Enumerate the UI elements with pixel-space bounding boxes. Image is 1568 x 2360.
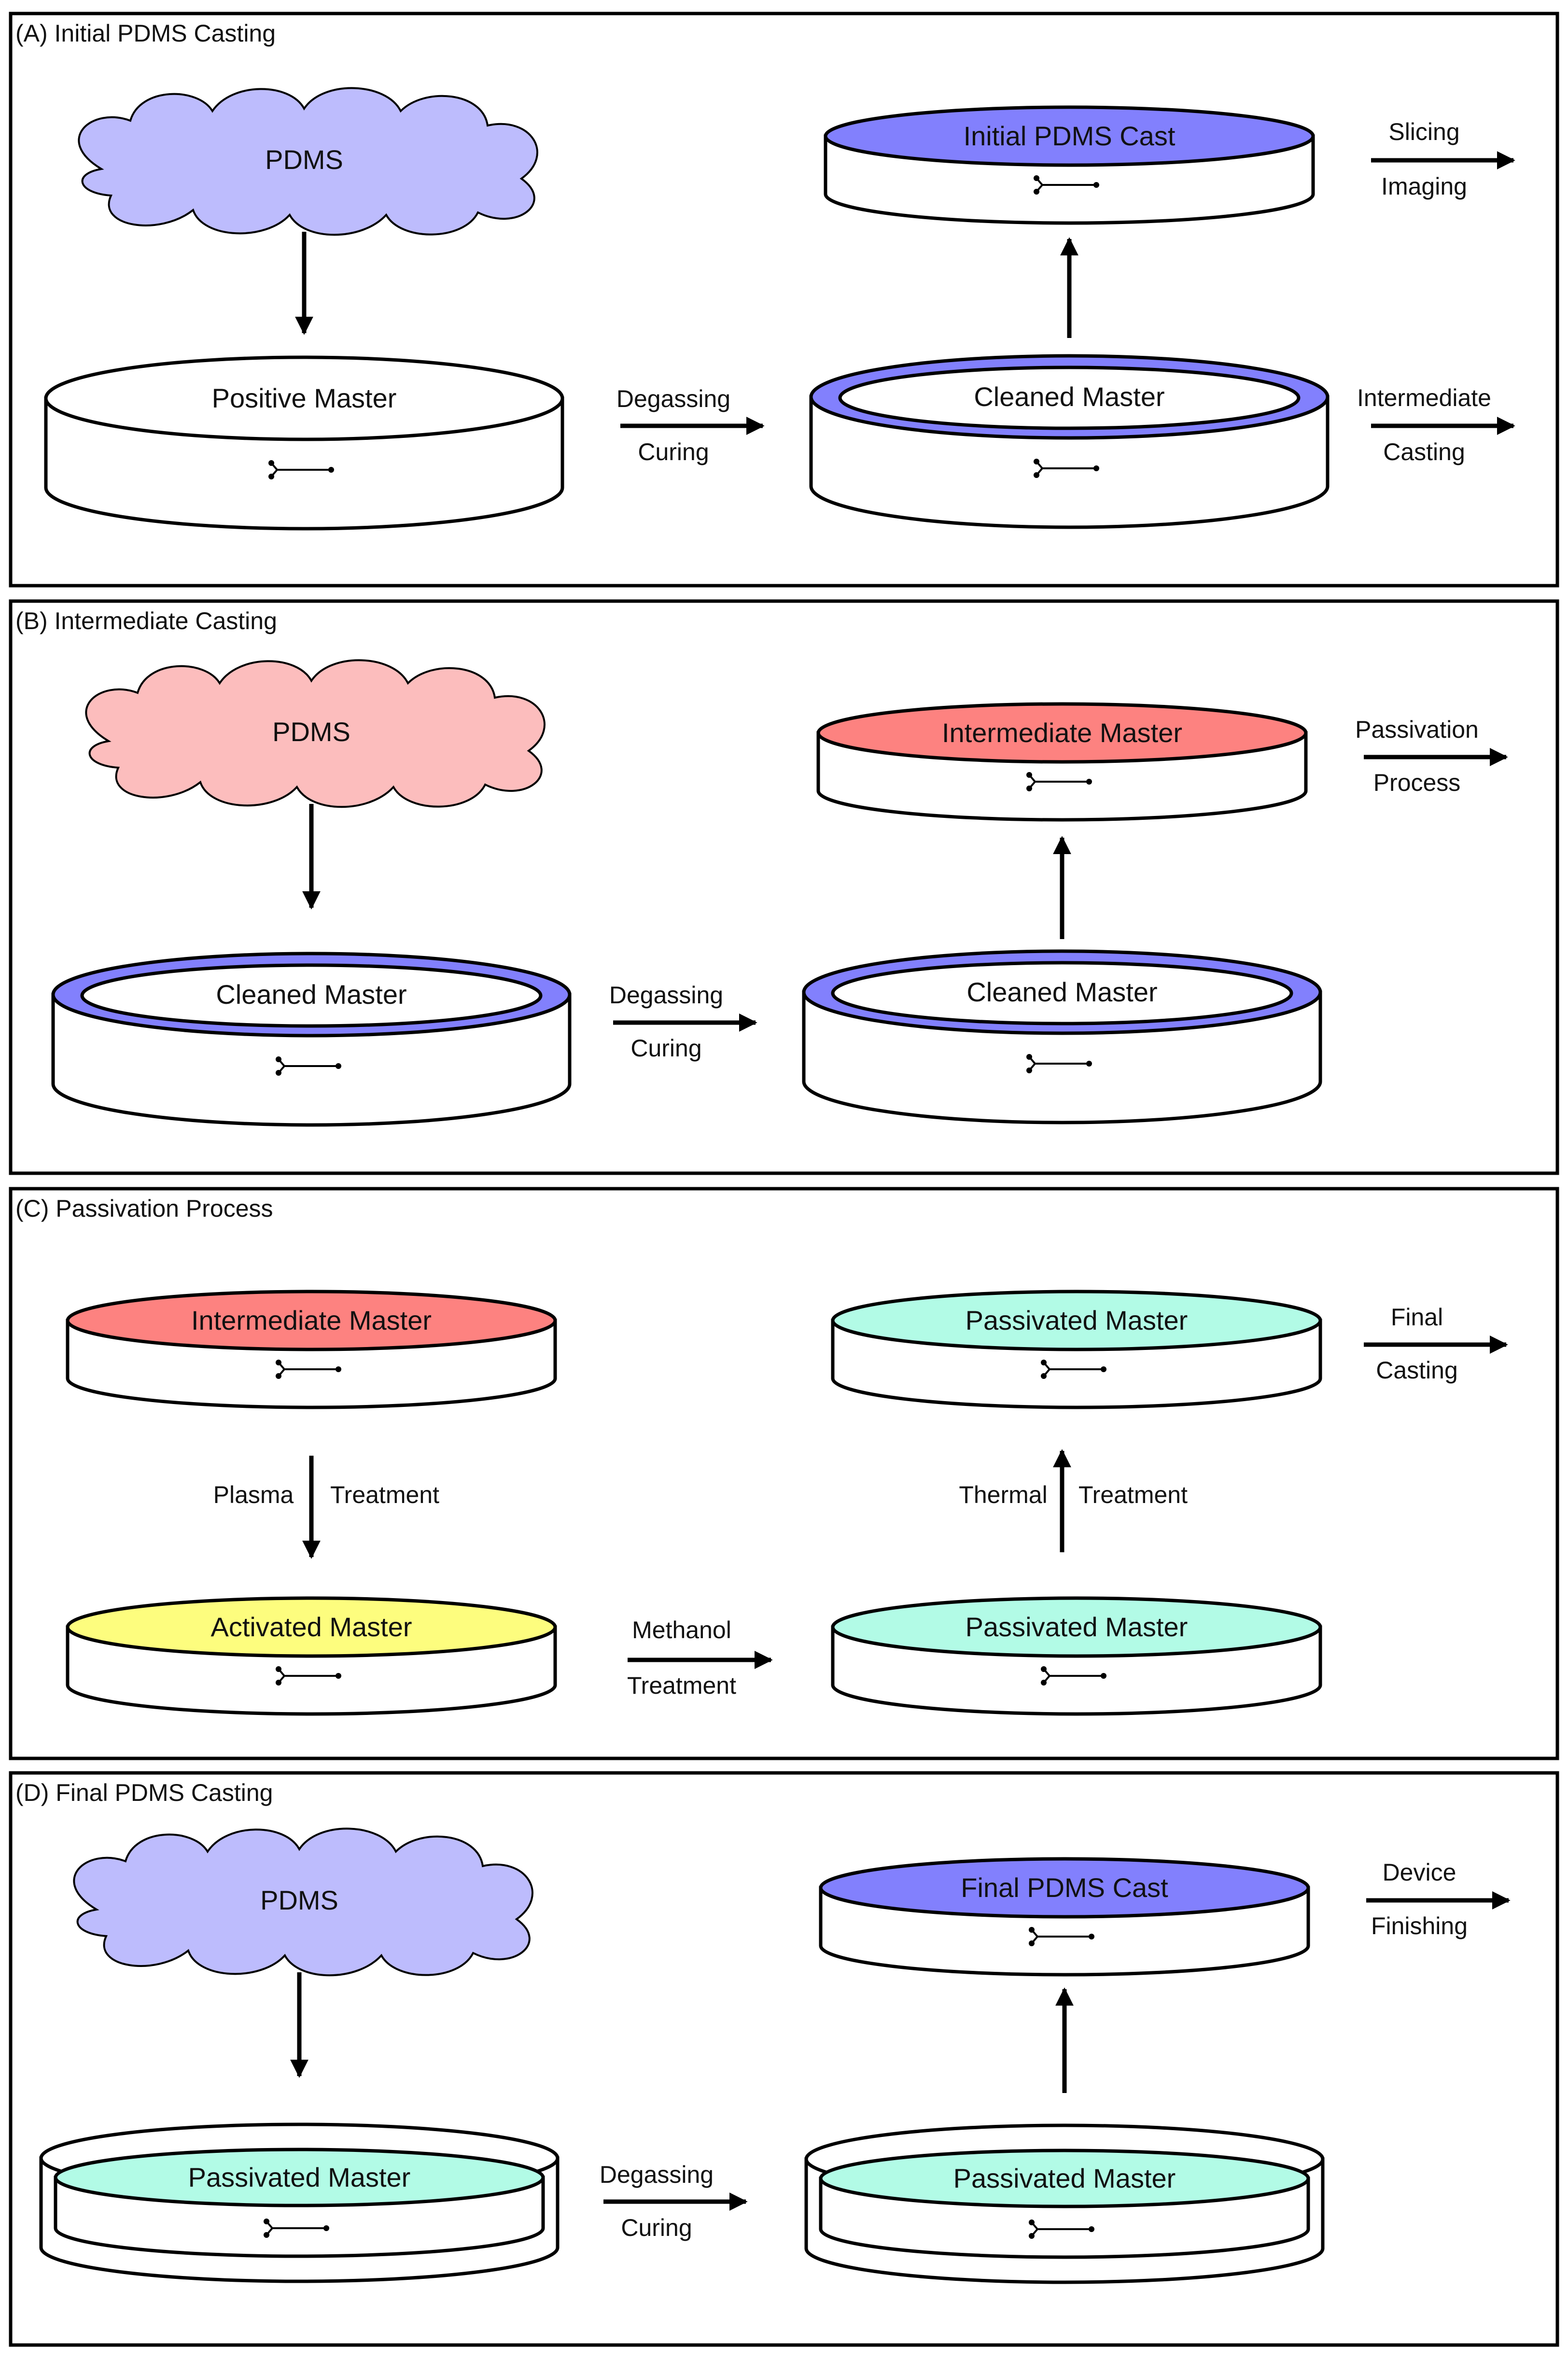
cloud-icon: PDMS (73, 1827, 533, 1977)
dish-initial-pdms-cast: Initial PDMS Cast (824, 105, 1315, 225)
panel-frame (9, 12, 1559, 588)
panel-title: (B) Intermediate Casting (15, 607, 277, 634)
step-label: Imaging (1381, 173, 1467, 200)
step-label: Treatment (627, 1672, 736, 1699)
dish-label: Intermediate Master (942, 717, 1182, 748)
panel-title: (C) Passivation Process (15, 1195, 273, 1222)
step-label: Treatment (1078, 1481, 1188, 1508)
dish-cleaned-master: Cleaned Master (809, 354, 1330, 529)
step-label: Final (1391, 1304, 1443, 1331)
step-label: Device (1383, 1859, 1456, 1886)
cloud-label: PDMS (272, 716, 350, 747)
dish-intermediate-master: Intermediate Master (66, 1290, 557, 1409)
cloud-label: PDMS (260, 1885, 338, 1915)
step-label: Degassing (609, 982, 723, 1009)
step-label: Casting (1383, 438, 1465, 465)
dish-cleaned-master: Cleaned Master (51, 952, 572, 1127)
dish-positive-master: Positive Master (44, 355, 564, 531)
step-label: Degassing (600, 2161, 714, 2188)
panel-frame (9, 1771, 1559, 2347)
dish-label: Final PDMS Cast (961, 1872, 1168, 1903)
step-label: Finishing (1371, 1912, 1468, 1939)
panel-title: (D) Final PDMS Casting (15, 1779, 273, 1806)
dish-label: Intermediate Master (191, 1305, 432, 1335)
panel-frame (9, 1187, 1559, 1760)
step-label: Passivation (1355, 716, 1479, 743)
cloud-icon: PDMS (85, 659, 546, 808)
dish-label: Cleaned Master (966, 977, 1157, 1007)
dish-passivated-master: Passivated Master (831, 1290, 1322, 1409)
dish-label: Cleaned Master (216, 979, 406, 1010)
dish-activated-master: Activated Master (66, 1596, 557, 1716)
dish-intermediate-master: Intermediate Master (816, 702, 1308, 822)
dish-final-pdms-cast: Final PDMS Cast (819, 1857, 1310, 1977)
step-label: Plasma (213, 1481, 294, 1508)
step-label: Thermal (959, 1481, 1047, 1508)
dish-label: Passivated Master (966, 1305, 1188, 1335)
dish-label: Passivated Master (953, 2163, 1176, 2193)
dish-label: Positive Master (212, 383, 397, 413)
dish-label: Passivated Master (188, 2162, 411, 2192)
step-label: Curing (621, 2214, 692, 2241)
dish-passivated-master: Passivated Master (804, 2123, 1325, 2284)
step-label: Methanol (632, 1616, 731, 1644)
cloud-label: PDMS (265, 144, 343, 175)
step-label: Process (1373, 769, 1461, 796)
step-label: Intermediate (1357, 384, 1491, 411)
step-label: Degassing (616, 385, 730, 412)
dish-passivated-master: Passivated Master (39, 2122, 560, 2283)
step-label: Curing (638, 438, 709, 465)
step-label: Casting (1376, 1357, 1458, 1384)
step-label: Curing (630, 1035, 701, 1062)
step-label: Treatment (330, 1481, 439, 1508)
panel-title: (A) Initial PDMS Casting (15, 20, 276, 47)
step-label: Slicing (1388, 118, 1459, 145)
cloud-icon: PDMS (78, 87, 538, 236)
dish-passivated-master: Passivated Master (831, 1596, 1322, 1716)
dish-label: Passivated Master (966, 1612, 1188, 1642)
dish-label: Cleaned Master (974, 381, 1164, 412)
panel-frame (9, 599, 1559, 1175)
dish-label: Activated Master (210, 1612, 412, 1642)
dish-cleaned-master: Cleaned Master (802, 949, 1322, 1124)
dish-label: Initial PDMS Cast (964, 121, 1176, 151)
